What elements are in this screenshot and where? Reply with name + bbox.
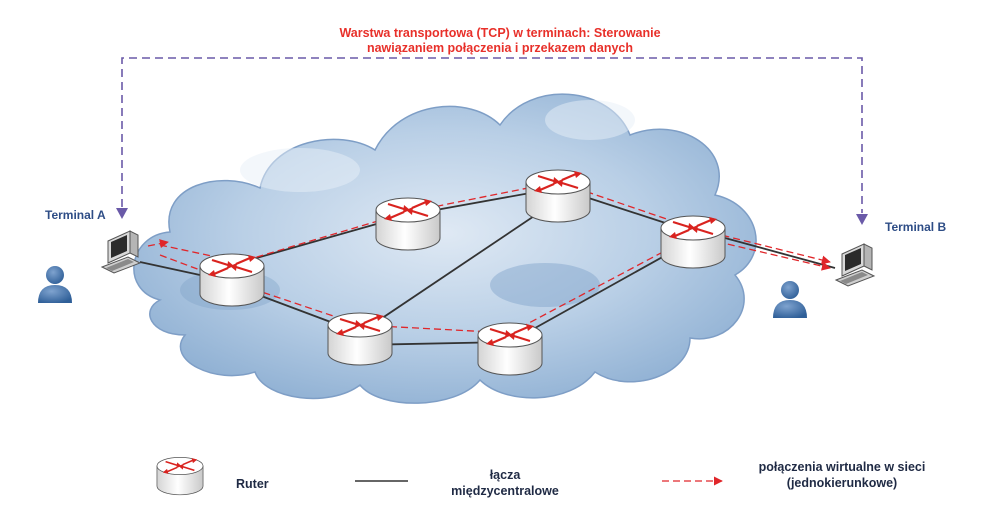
legend-virtual-label-1: połączenia wirtualne w sieci [759, 460, 926, 474]
link-line [724, 237, 836, 269]
user-icon [773, 281, 807, 318]
legend-virtual-label-2: (jednokierunkowe) [787, 476, 897, 490]
terminal-a-label: Terminal A [45, 208, 106, 222]
title-line-2: nawiązaniem połączenia i przekazem danyc… [367, 41, 633, 55]
terminal-b-label: Terminal B [885, 220, 946, 234]
legend-link-label-1: łącza [490, 468, 522, 482]
computer-icon [835, 243, 875, 287]
user-icon [38, 266, 72, 303]
legend-router-icon [156, 456, 204, 496]
router-icon [198, 252, 266, 308]
legend-link-label-2: międzycentralowe [451, 484, 559, 498]
router-icon [659, 214, 727, 270]
legend: Ruter łącza międzycentralowe połączenia … [156, 456, 926, 498]
arrow-icon [147, 239, 169, 249]
arrow-icon [116, 208, 128, 219]
arrow-icon [856, 214, 868, 225]
legend-router-label: Ruter [236, 477, 269, 491]
link-line [139, 261, 201, 276]
router-icon [524, 168, 592, 224]
router-icon [326, 311, 394, 367]
router-icon [374, 196, 442, 252]
router-icon [476, 321, 544, 377]
virtual-path-lower [159, 235, 831, 334]
transport-layer-arrow [116, 57, 868, 225]
link-line [359, 199, 559, 334]
title-line-1: Warstwa transportowa (TCP) w terminach: … [339, 26, 660, 40]
